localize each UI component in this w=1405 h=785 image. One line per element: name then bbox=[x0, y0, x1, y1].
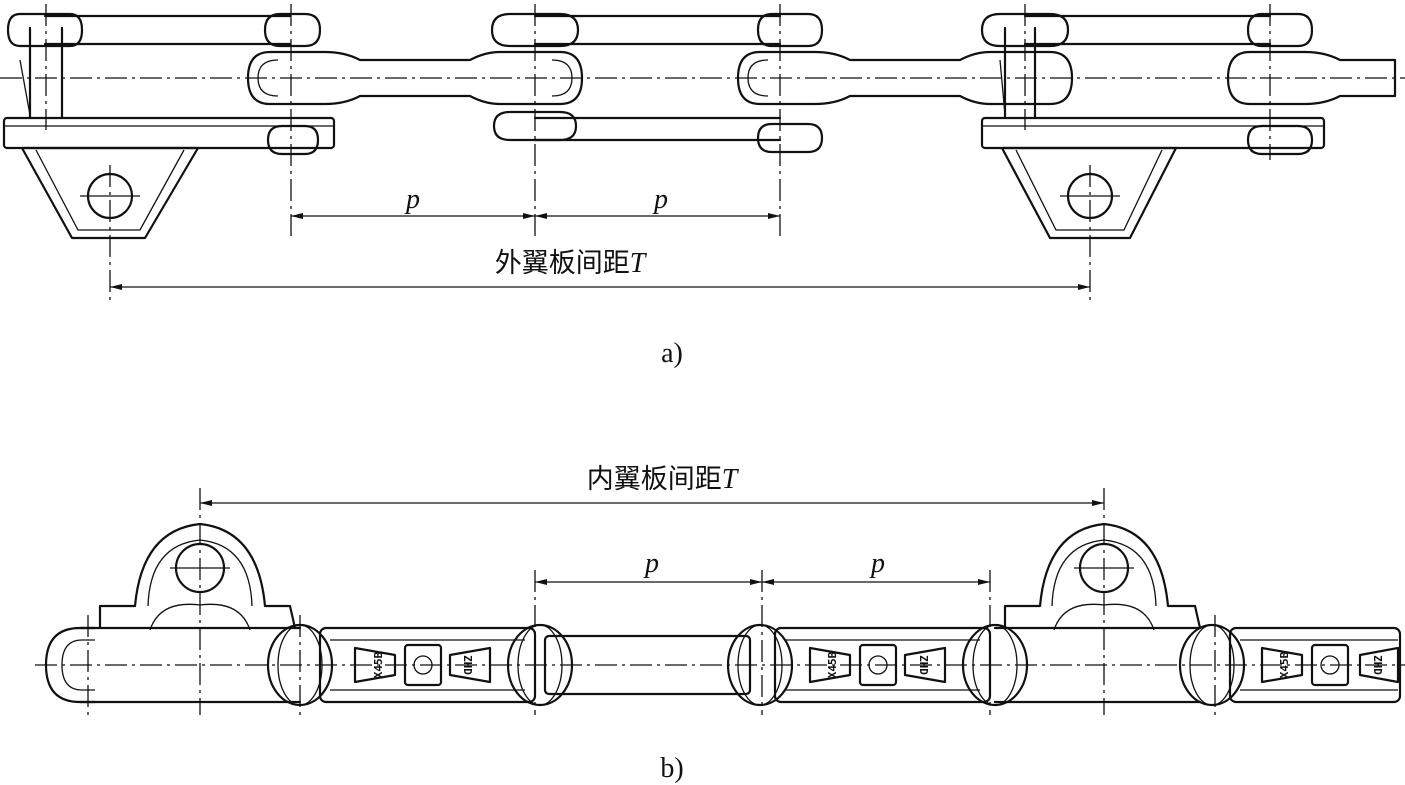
vertical-link-2 bbox=[736, 50, 1074, 106]
spacing-text-b: 内翼板间距 bbox=[587, 464, 722, 495]
pitch-label-b1: p bbox=[643, 548, 659, 579]
flat-links-b bbox=[318, 626, 1402, 704]
spacing-symbol-a: T bbox=[630, 248, 648, 279]
link-mark-1: X45B bbox=[372, 651, 385, 678]
vertical-link-bodies-b bbox=[353, 643, 1400, 687]
pitch-dimension-a2: p bbox=[535, 184, 780, 219]
caption-b: b) bbox=[660, 753, 683, 784]
pin-centerlines-b bbox=[87, 488, 1216, 715]
flight-spacing-label-b: 内翼板间距T bbox=[587, 464, 740, 495]
spacing-text-a: 外翼板间距 bbox=[495, 248, 630, 279]
inner-flight-left bbox=[78, 522, 302, 704]
pitch-dimension-a1: p bbox=[291, 184, 535, 219]
link-mark-3: X45B bbox=[826, 651, 839, 678]
vertical-link-1 bbox=[246, 50, 584, 106]
flat-link-bottom-1 bbox=[533, 116, 782, 142]
link-mark-2: ZHD bbox=[461, 655, 474, 675]
figure-a: p p 外翼板间距T a) bbox=[0, 4, 1405, 369]
link-marks: X45B ZHD X45B ZHD X45B ZHD bbox=[372, 651, 1384, 678]
pitch-label-a1: p bbox=[404, 184, 420, 215]
caption-a: a) bbox=[661, 338, 683, 369]
pitch-label-b2: p bbox=[869, 548, 885, 579]
flight-spacing-dimension-a: 外翼板间距T bbox=[110, 248, 1090, 290]
pitch-dimension-b1: p bbox=[535, 548, 762, 585]
flight-spacing-label-a: 外翼板间距T bbox=[495, 248, 648, 279]
figure-b: X45B ZHD X45B ZHD X45B ZHD bbox=[35, 464, 1405, 784]
vertical-link-3 bbox=[1226, 50, 1397, 106]
pitch-label-a2: p bbox=[652, 184, 668, 215]
pitch-dimension-b2: p bbox=[762, 548, 990, 585]
link-mark-6: ZHD bbox=[1371, 655, 1384, 675]
link-mark-5: X45B bbox=[1278, 651, 1291, 678]
flat-link-top-1 bbox=[43, 14, 292, 46]
flat-link-top-3 bbox=[1023, 14, 1272, 46]
flight-spacing-dimension-b: 内翼板间距T bbox=[200, 464, 1104, 506]
flat-link-top-2 bbox=[533, 14, 782, 46]
outer-flight-left bbox=[2, 26, 336, 240]
end-link-left bbox=[44, 626, 97, 704]
pin-centerlines-a bbox=[45, 4, 1271, 300]
connectors-a bbox=[6, 12, 1314, 156]
outer-flight-right bbox=[980, 26, 1326, 240]
spacing-symbol-b: T bbox=[722, 464, 740, 495]
link-mark-4: ZHD bbox=[917, 655, 930, 675]
